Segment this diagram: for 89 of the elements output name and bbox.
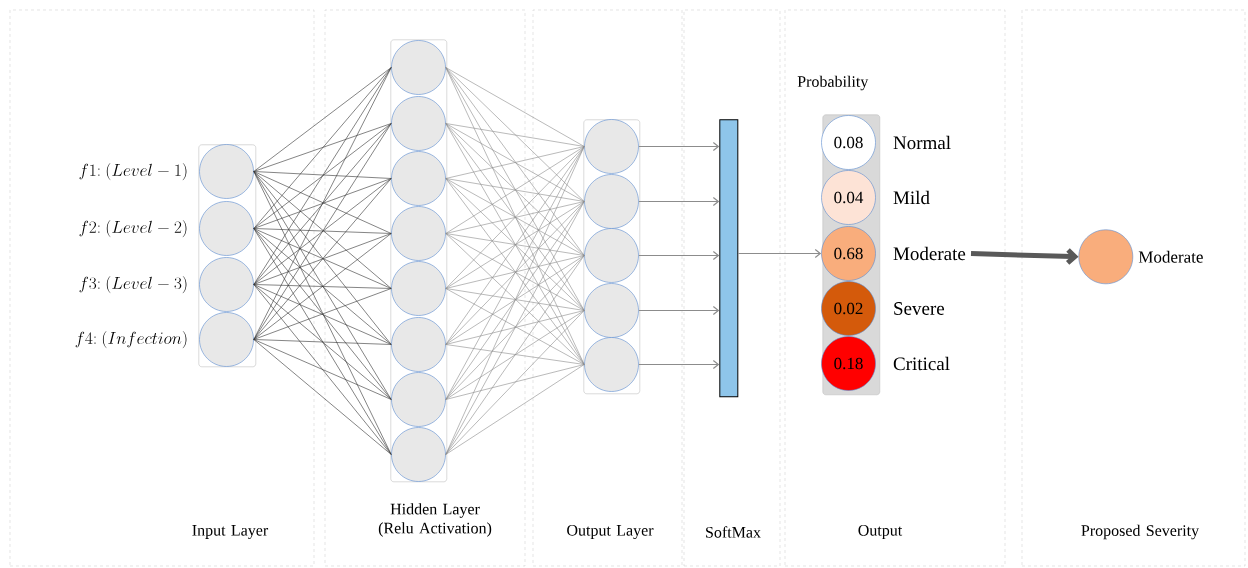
node-label: Probability [797, 75, 869, 91]
neuron-circle [584, 228, 639, 283]
connection-line [445, 123, 585, 256]
connection-line [253, 284, 392, 455]
softmax-bar [719, 119, 739, 398]
neuron-circle [584, 337, 639, 392]
neuron-circle [391, 317, 446, 372]
connection-line [253, 171, 392, 234]
arrow [638, 359, 720, 370]
connection-line [253, 339, 392, 455]
connection-line [445, 67, 585, 147]
connection-line [253, 228, 392, 234]
connection-line [445, 123, 585, 202]
connection-line [445, 233, 585, 365]
layer-panel: Output Layer [532, 9, 683, 567]
class-label: Critical [893, 356, 950, 371]
connection-line [445, 364, 585, 455]
connection-line [445, 201, 585, 289]
neuron-circle [584, 283, 639, 338]
class-label: Severe [894, 302, 945, 315]
connection-line [445, 233, 585, 256]
connection-line [253, 67, 392, 229]
neuron-circle [391, 372, 446, 427]
connection-line [253, 228, 392, 400]
connection-line [445, 310, 585, 345]
neuron-circle [391, 261, 446, 316]
connection-line [445, 201, 585, 345]
connection-line [445, 178, 585, 256]
connection-line [253, 171, 392, 400]
neuron-circle [391, 96, 446, 151]
connection-line [253, 67, 392, 172]
neuron-circle [391, 40, 446, 95]
connection-line [253, 228, 392, 455]
neuron-circle [391, 427, 446, 482]
feature-label: $f4{:}\ (Infection)$ [75, 330, 187, 349]
connection-line [253, 123, 392, 229]
connection-line [253, 123, 392, 172]
connection-line [253, 123, 392, 340]
neuron-circle [584, 119, 639, 174]
connection-line [445, 67, 585, 202]
arrow [638, 196, 720, 207]
neuron-circle [584, 174, 639, 229]
class-label: Moderate [893, 246, 966, 261]
connection-line [445, 288, 585, 311]
connection-line [253, 339, 392, 345]
connection-line [445, 255, 585, 345]
arrow [970, 248, 1079, 265]
arrow [737, 248, 822, 259]
connection-line [445, 201, 585, 234]
connection-line [253, 339, 392, 400]
connection-line [445, 201, 585, 400]
connection-line [445, 288, 585, 365]
connection-line [445, 344, 585, 365]
layer-panel: Hidden Layer (Relu Activation) [324, 9, 526, 567]
class-label: Moderate [1138, 250, 1203, 263]
connection-line [253, 123, 392, 285]
connection-line [445, 178, 585, 202]
feature-label: $f2{:}\ (Level-2)$ [79, 219, 187, 238]
neuron-circle [391, 206, 446, 261]
class-label: Normal [893, 135, 951, 150]
arrow [638, 305, 720, 316]
connection-line [445, 178, 585, 311]
arrow [638, 141, 720, 152]
connection-line [445, 255, 585, 289]
connection-line [253, 284, 392, 289]
connection-line [445, 255, 585, 455]
connection-line [253, 178, 392, 229]
connection-line [445, 123, 585, 147]
arrow [638, 250, 720, 261]
connection-line [445, 233, 585, 311]
connection-line [445, 146, 585, 289]
connection-line [445, 123, 585, 311]
connection-line [445, 178, 585, 365]
connection-line [445, 146, 585, 234]
connection-line [253, 284, 392, 400]
class-label: Mild [893, 190, 930, 205]
connection-line [253, 171, 392, 179]
feature-label: $f3{:}\ (Level-3)$ [79, 275, 187, 294]
connection-line [445, 255, 585, 400]
connection-line [445, 67, 585, 256]
connection-line [445, 146, 585, 345]
feature-label: $f1{:}\ (Level-1)$ [79, 162, 187, 181]
layer-panel: SoftMax [683, 9, 781, 567]
connection-line [445, 310, 585, 400]
connection-line [445, 146, 585, 179]
connection-line [445, 310, 585, 455]
neuron-circle [391, 151, 446, 206]
connection-line [445, 146, 585, 455]
connection-line [445, 364, 585, 400]
